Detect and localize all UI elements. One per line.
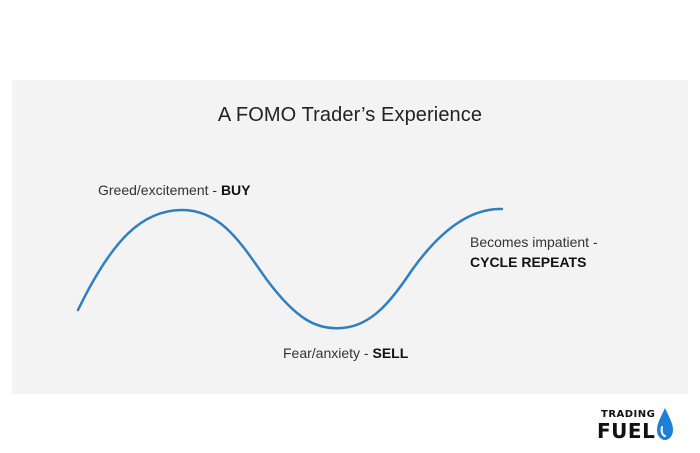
logo-bottom-text: FUEL — [597, 419, 656, 443]
diagram-panel: A FOMO Trader’s Experience Greed/excitem… — [12, 80, 688, 394]
label-buy: Greed/excitement - BUY — [98, 180, 251, 200]
label-sell-prefix: Fear/anxiety - — [283, 345, 373, 361]
label-buy-action: BUY — [220, 182, 251, 198]
label-sell-action: SELL — [372, 345, 409, 361]
diagram-canvas — [76, 207, 504, 330]
trading-fuel-logo: TRADING FUEL — [597, 407, 679, 443]
diagram-title: A FOMO Trader’s Experience — [217, 104, 483, 126]
label-buy-prefix: Greed/excitement - — [98, 182, 221, 198]
fomo-cycle-curve — [76, 207, 504, 330]
logo-top-text: TRADING — [601, 409, 656, 420]
label-repeat-line2: CYCLE REPEATS — [470, 254, 587, 270]
label-repeat-line1: Becomes impatient - — [470, 234, 598, 250]
fuel-drop-icon — [657, 408, 673, 440]
label-cycle-repeats: Becomes impatient - CYCLE REPEATS — [470, 232, 598, 272]
label-sell: Fear/anxiety - SELL — [283, 343, 408, 363]
